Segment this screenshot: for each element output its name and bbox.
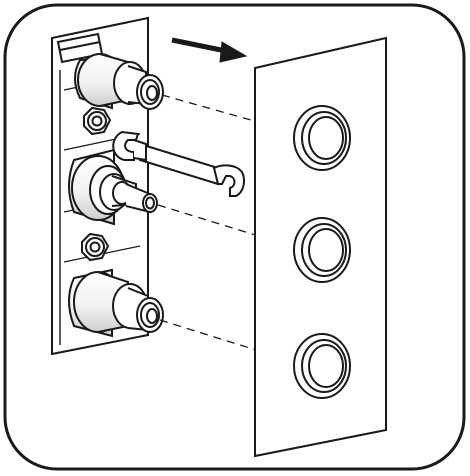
plate-hole-bottom xyxy=(293,333,351,399)
hex-nut-lower xyxy=(81,232,110,262)
hex-nut-upper xyxy=(83,106,112,136)
plate-hole-top xyxy=(293,105,351,171)
fitting-top xyxy=(74,53,164,110)
plate-hole-middle xyxy=(293,217,351,283)
fitting-bottom xyxy=(68,268,164,338)
fitting-middle xyxy=(68,148,158,226)
open-end-wrench xyxy=(112,130,245,197)
move-direction-arrow xyxy=(171,37,248,63)
